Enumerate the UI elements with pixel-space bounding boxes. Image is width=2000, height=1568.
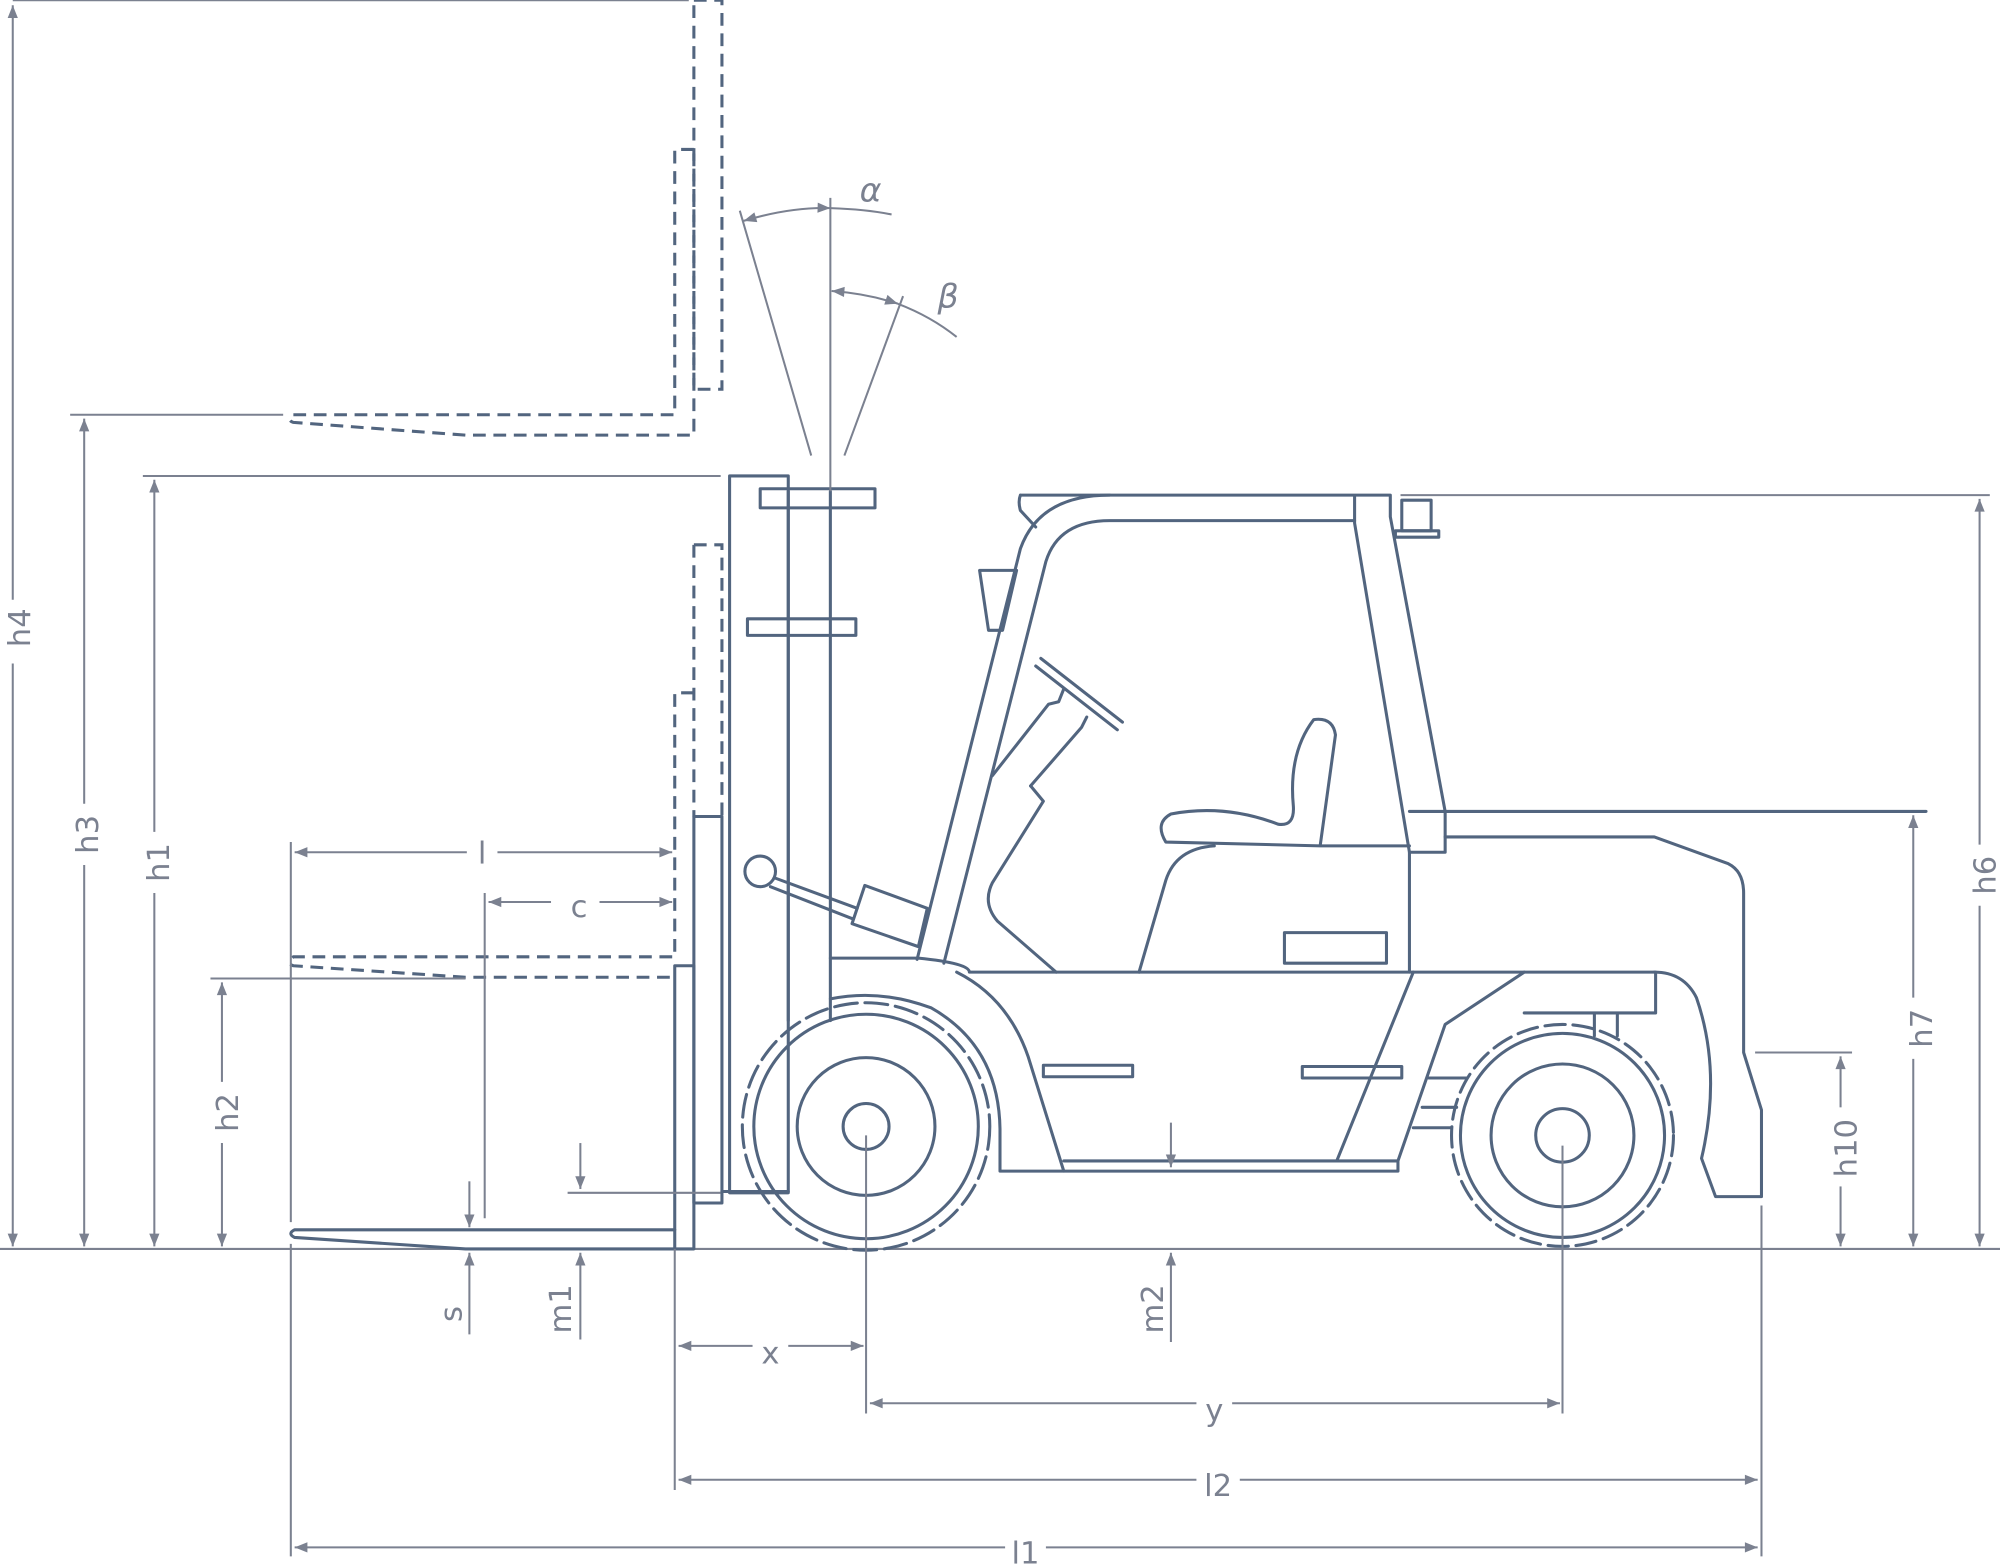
fork-dimensions: l c s m1 m2 — [289, 836, 1177, 1343]
length-dimensions: x y l2 l1 — [289, 1135, 1763, 1568]
s-label: s — [434, 1306, 469, 1322]
tilt-cylinder — [743, 854, 929, 949]
m1-label: m1 — [544, 1284, 579, 1333]
height-dimensions-right: h6 h7 h10 — [1400, 494, 2000, 1247]
mast — [289, 474, 877, 1251]
h6-label: h6 — [1969, 856, 2000, 895]
l1-label: l1 — [1012, 1537, 1040, 1568]
h7-label: h7 — [1905, 1009, 1940, 1048]
h10-label: h10 — [1830, 1119, 1865, 1177]
lowered-carriage-dashed — [288, 543, 724, 979]
height-dimensions-left: h4 h3 h1 h2 — [3, 0, 721, 1247]
beta-label: β — [937, 277, 959, 316]
h4-label: h4 — [3, 608, 38, 647]
m2-label: m2 — [1136, 1284, 1171, 1333]
cab-body — [828, 493, 1928, 1199]
l2-label: l2 — [1204, 1469, 1232, 1504]
y-label: y — [1205, 1394, 1223, 1429]
h1-label: h1 — [142, 843, 177, 882]
x-label: x — [761, 1336, 779, 1371]
alpha-label: α — [860, 171, 882, 210]
l-label: l — [478, 836, 487, 871]
raised-fork-carriage — [288, 0, 724, 437]
h3-label: h3 — [71, 815, 106, 854]
c-label: c — [571, 890, 588, 925]
tilt-angle-dimensions: α β — [738, 171, 959, 492]
h2-label: h2 — [211, 1093, 246, 1132]
